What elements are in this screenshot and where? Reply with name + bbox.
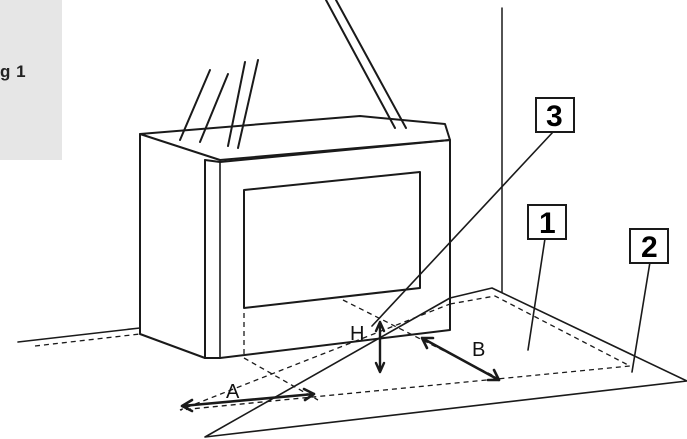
- callout-label-2: 2: [641, 231, 658, 264]
- dimension-a-label: A: [226, 381, 240, 403]
- floor-zone-dashed-outline: [34, 295, 633, 411]
- figure-label-panel: g 1: [0, 0, 62, 160]
- leader-line-1: [527, 231, 547, 351]
- callout-box-1: [527, 204, 567, 240]
- stove-front: [204, 139, 451, 359]
- dimension-h-label: H: [350, 323, 364, 345]
- dimension-b-arrow[interactable]: [420, 336, 501, 382]
- callout-label-3: 3: [546, 100, 563, 133]
- dimension-a-arrow[interactable]: [180, 387, 316, 413]
- callout-label-1: 1: [539, 207, 556, 240]
- dimension-b-label: B: [472, 339, 485, 361]
- callout-box-2: [629, 228, 669, 264]
- figure-label: g 1: [0, 62, 27, 81]
- floor-plate: [17, 287, 687, 438]
- callout-box-3: [535, 97, 575, 133]
- dimension-h-arrow[interactable]: [374, 320, 386, 374]
- leader-line-3: [371, 131, 554, 327]
- stove-left-side: [139, 133, 206, 359]
- stove-top: [139, 115, 451, 161]
- chimney-hood: [179, 0, 407, 149]
- leader-line-2: [631, 261, 651, 373]
- stove-window: [243, 171, 421, 309]
